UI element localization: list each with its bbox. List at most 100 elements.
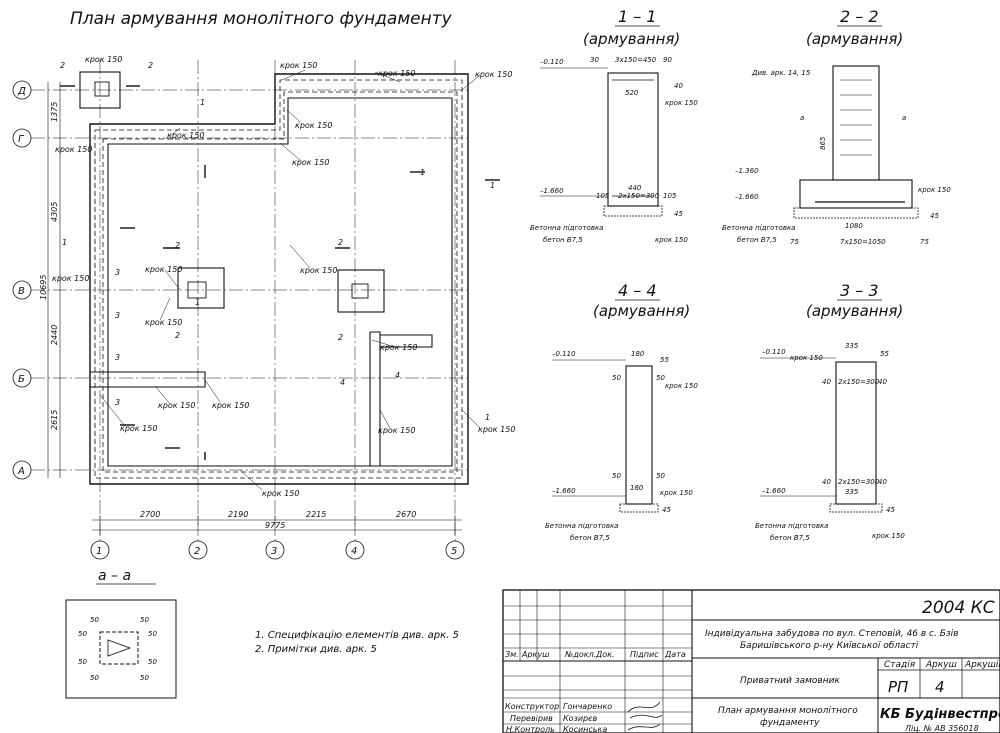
customer-label: Приватний замовник [740, 676, 840, 686]
step-label: крок 150 [55, 145, 92, 154]
signature [627, 723, 661, 731]
doc-code: 2004 КС [922, 598, 995, 618]
axis-label: 3 [271, 546, 277, 557]
stamp-role: Перевірив [510, 714, 553, 723]
sheet-value: 4 [935, 678, 945, 696]
step-label: крок 150 [212, 401, 249, 410]
dim-label: 865 [819, 136, 827, 150]
dim-label: 30 [590, 56, 599, 64]
dim-label: 75 [790, 238, 799, 246]
mark-label: 2 [148, 61, 153, 70]
section-subtitle: (армування) [583, 30, 680, 48]
company-name: КБ Будінвестпроект [880, 707, 1000, 722]
step-label: крок 150 [262, 489, 299, 498]
mark-label: 1 [420, 168, 425, 177]
project-title: Баришівського р-ну Київської області [740, 641, 919, 651]
stamp-header: №докл. [564, 650, 596, 659]
dim-label: 2х150=300 [618, 192, 660, 200]
mark-label: 2 [338, 238, 343, 247]
dim-label: 45 [662, 506, 671, 514]
stamp-header: Дата [664, 650, 686, 659]
elevation: –0.110 [540, 58, 564, 66]
mark-label: 2 [60, 61, 65, 70]
dim-label: 50 [90, 674, 99, 682]
dim-label: 50 [612, 472, 621, 480]
dim-label: 105 [663, 192, 677, 200]
step-label: крок 150 [918, 186, 951, 194]
drawing-title: фундаменту [760, 718, 820, 728]
step-label: крок 150 [158, 401, 195, 410]
mark-label: 3 [115, 268, 120, 277]
step-label: крок 150 [665, 382, 698, 390]
dim-label: 10695 [39, 275, 48, 300]
axis-letters: Д Г В Б А [12, 80, 32, 480]
stamp-header: Зм. [505, 650, 519, 659]
mark-label: 3 [115, 398, 120, 407]
mark-label: 2 [175, 241, 180, 250]
step-label: крок 150 [872, 532, 905, 540]
step-label: крок 150 [52, 274, 89, 283]
mark-label: 4 [395, 371, 400, 380]
license-number: Ліц. № АВ 356018 [904, 724, 979, 733]
dim-label: 105 [596, 192, 610, 200]
dim-label: 55 [660, 356, 669, 364]
dim-label: 7х150=1050 [840, 238, 886, 246]
stamp-role: Конструктор [505, 702, 559, 711]
elevation: –1.360 [735, 167, 759, 175]
dim-label: 45 [930, 212, 939, 220]
concrete-label: Бетонна підготовка [755, 522, 828, 530]
dim-label: 2615 [50, 410, 59, 430]
dim-label: 45 [674, 210, 683, 218]
section-aa-detail: 50 50 50 50 50 50 50 50 [65, 599, 177, 699]
dim-label: 50 [612, 374, 621, 382]
note-1: 1. Специфікацію елементів див. арк. 5 [255, 629, 459, 641]
dim-label: 3х150=450 [615, 56, 657, 64]
stamp-header: Аркуш [521, 650, 550, 659]
dim-label: 40 [822, 478, 831, 486]
dim-label: 50 [90, 616, 99, 624]
section-aa-title: а – а [98, 568, 131, 584]
step-label: крок 150 [475, 70, 512, 79]
stage-value: РП [888, 678, 908, 696]
stamp-name: Гончаренко [563, 702, 612, 711]
step-label: крок 150 [378, 426, 415, 435]
dim-label: 335 [845, 342, 859, 350]
dim-label: 40 [878, 478, 887, 486]
axis-label: 5 [451, 546, 457, 557]
left-dimensions: 1375 4305 10695 2440 2615 [39, 82, 61, 478]
step-label: крок 150 [665, 99, 698, 107]
mark-label: 2 [175, 331, 180, 340]
signature [627, 701, 663, 719]
rebar-note: Див. арк. 14, 15 [751, 69, 811, 77]
dim-label: 2440 [50, 325, 59, 345]
dim-label: 40 [822, 378, 831, 386]
step-label: крок 150 [120, 424, 157, 433]
step-label: крок 150 [295, 121, 332, 130]
dim-label: 2670 [396, 510, 416, 519]
stamp-name: Косинська [563, 725, 607, 733]
mark-label: 3 [115, 311, 120, 320]
bottom-dimensions: 2700 2190 2215 2670 9775 [92, 510, 462, 535]
step-label: крок 150 [380, 343, 417, 352]
step-label: крок 150 [145, 318, 182, 327]
step-label: крок 150 [145, 265, 182, 274]
dim-label: 520 [625, 89, 639, 97]
dim-label: 75 [920, 238, 929, 246]
project-title: Індивідуальна забудова по вул. Степовій,… [705, 629, 958, 639]
stamp-header: Стадія [884, 660, 916, 670]
dim-total: 9775 [265, 521, 285, 530]
mark-label: 1 [200, 98, 205, 107]
dim-label: 2х150=300 [838, 478, 880, 486]
stamp-role: Н.Контроль [506, 725, 555, 733]
mark-label: 1 [62, 238, 67, 247]
section-1-1: 1 – 1 (армування) –0.110 –1.660 30 3х150… [530, 7, 698, 244]
step-label: крок 150 [167, 131, 204, 140]
dim-label: 50 [148, 658, 157, 666]
drawing-title: План армування монолітного [718, 706, 858, 716]
axis-label: Д [17, 86, 26, 97]
section-4-4: 4 – 4 (армування) –0.110 –1.660 180 55 5… [545, 281, 698, 542]
concrete-label: бетон В7,5 [737, 236, 777, 244]
elevation: –1.660 [540, 187, 564, 195]
step-label: крок 150 [655, 236, 688, 244]
